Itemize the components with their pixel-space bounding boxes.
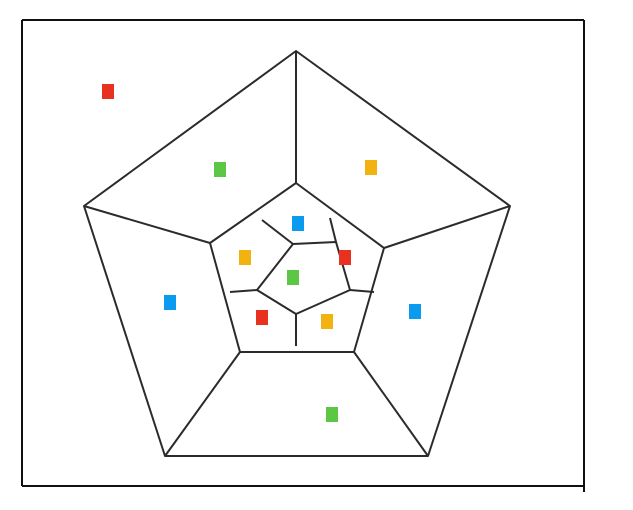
marker-inner-right	[339, 250, 351, 265]
marker-center	[287, 270, 299, 285]
edge-bottom-left-spoke	[164, 351, 241, 457]
edge-inner-1	[261, 219, 294, 245]
inner-pentagon	[256, 241, 351, 315]
marker-inner-top	[292, 216, 304, 231]
edge-right-spoke	[383, 205, 511, 249]
region-color-markers	[102, 84, 421, 422]
edge-inner-3	[349, 289, 375, 293]
marker-inner-bottom-left	[256, 310, 268, 325]
edge-inner-5	[229, 289, 258, 293]
diagram-frame	[21, 19, 585, 492]
edge-inner-2	[329, 217, 337, 243]
marker-inner-bottom-right	[321, 314, 333, 329]
outer-pentagon	[83, 50, 511, 457]
middle-pentagon	[209, 182, 385, 353]
marker-top-left	[214, 162, 226, 177]
edge-bottom-right-spoke	[353, 351, 429, 457]
marker-inner-left	[239, 250, 251, 265]
marker-right	[409, 304, 421, 319]
marker-left	[164, 295, 176, 310]
marker-bottom	[326, 407, 338, 422]
marker-top-right	[365, 160, 377, 175]
region-boundaries	[83, 50, 511, 457]
marker-outer	[102, 84, 114, 99]
edge-left-spoke	[83, 205, 211, 244]
